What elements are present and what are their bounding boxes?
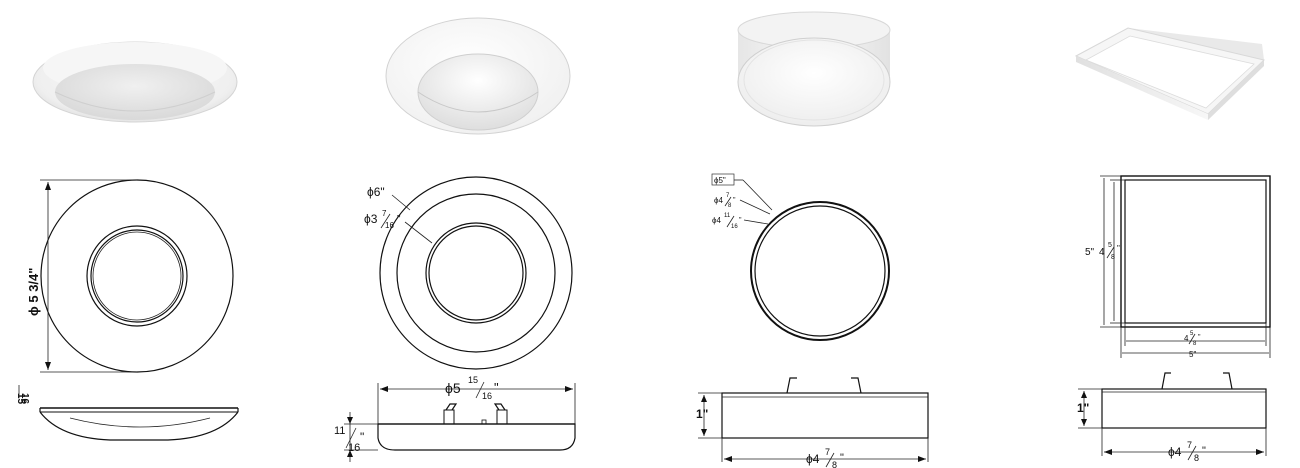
product-2-height-unit: " <box>360 430 364 444</box>
product-1-top-view: ϕ 5 3/4" <box>26 179 234 373</box>
product-3-width-den: 8 <box>832 460 837 468</box>
product-3-outer-diameter: ϕ5" <box>714 176 726 185</box>
product-3-inner-den: 16 <box>731 224 738 230</box>
product-4-inner-height-num: 5 <box>1108 242 1112 249</box>
product-1-height-num: 15 <box>15 393 26 405</box>
product-1-side-view: 15 16 <box>15 385 239 441</box>
product-3-height: 1" <box>696 407 708 421</box>
product-2-inner-num: 7 <box>382 209 387 218</box>
product-3-top-view: ϕ5" ϕ4 7 8 " ϕ4 11 16 " <box>711 173 890 341</box>
product-4-inner-width-unit: " <box>1198 334 1201 341</box>
product-2-inner-whole: ϕ3 <box>364 212 378 226</box>
product-1-diameter-label: ϕ 5 3/4" <box>26 268 41 316</box>
product-3-inner-unit: " <box>739 217 742 224</box>
product-3-mid-den: 8 <box>728 203 732 209</box>
product-3-mid-whole: ϕ4 <box>714 196 723 205</box>
product-4-inner-width-whole: 4 <box>1184 334 1189 343</box>
product-2-inner-den: 16 <box>385 221 394 230</box>
product-3-width-whole: ϕ4 <box>806 452 820 466</box>
product-4-top-view: 5" 4 5 8 " 4 5 8 " 5" <box>1085 175 1271 359</box>
product-2-width-den: 16 <box>482 391 492 401</box>
product-2-width-num: 15 <box>468 375 478 385</box>
product-4-inner-width-den: 8 <box>1193 341 1197 347</box>
product-2-photo <box>385 17 571 135</box>
product-2-top-view: ϕ6" ϕ3 7 16 " <box>364 176 573 370</box>
product-4-outer-height: 5" <box>1085 247 1095 258</box>
product-1-height-den: 16 <box>19 393 30 405</box>
product-4-inner-width-num: 5 <box>1190 331 1194 337</box>
product-3-inner-whole: ϕ4 <box>712 216 721 225</box>
product-4-width-unit: " <box>1202 445 1206 457</box>
product-2-width-unit: " <box>494 380 499 395</box>
product-3-mid-num: 7 <box>726 193 730 199</box>
product-2-outer-diameter: ϕ6" <box>367 185 385 199</box>
product-3-mid-unit: " <box>733 197 736 204</box>
product-2-width-whole: ϕ5 <box>445 380 461 396</box>
product-3-side-view: 1" ϕ4 7 8 " <box>696 377 929 468</box>
product-4-photo <box>1074 27 1266 120</box>
product-4-height: 1" <box>1077 401 1089 415</box>
product-4-outer-width: 5" <box>1189 350 1196 359</box>
product-2-height-den: 16 <box>348 442 360 454</box>
product-2-side-view: ϕ5 15 16 " 11 16 " <box>334 375 576 462</box>
product-1-photo <box>32 41 238 123</box>
product-3-width-num: 7 <box>825 447 830 457</box>
product-4-side-view: 1" ϕ4 7 8 " <box>1077 372 1267 463</box>
product-4-width-num: 7 <box>1187 440 1192 450</box>
product-3-inner-num: 11 <box>724 213 731 219</box>
product-4-inner-height-unit: " <box>1117 244 1120 253</box>
product-2-height-num: 11 <box>334 425 345 437</box>
product-3-width-unit: " <box>840 452 844 464</box>
product-2-inner-unit: " <box>397 214 401 225</box>
product-4-inner-height-whole: 4 <box>1099 247 1105 258</box>
product-3-photo <box>737 11 891 127</box>
product-4-width-den: 8 <box>1194 453 1199 463</box>
product-4-width-whole: ϕ4 <box>1168 445 1182 459</box>
product-4-inner-height-den: 8 <box>1111 254 1115 261</box>
